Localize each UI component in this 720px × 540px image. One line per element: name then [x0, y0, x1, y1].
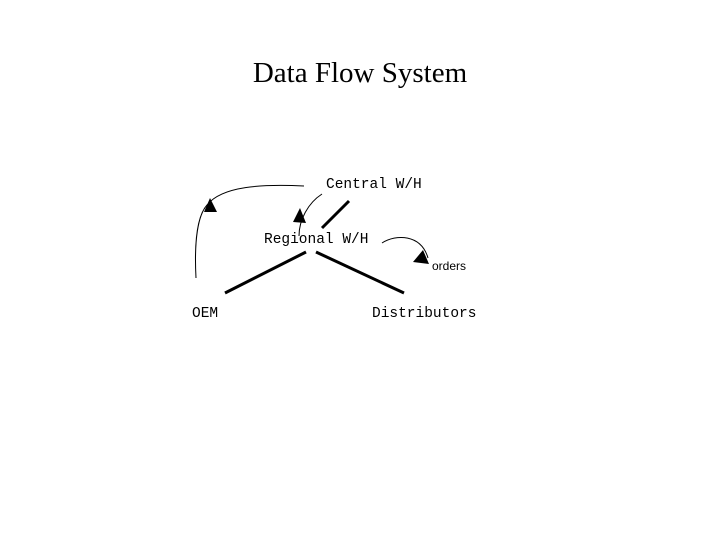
link-regional-oem: [224, 250, 307, 295]
diagram-title: Data Flow System: [252, 57, 468, 89]
arrowhead-oem-to-central: [204, 198, 217, 212]
flow-arrow-distributors-to-regional: [381, 237, 429, 259]
link-central-regional: [320, 199, 351, 230]
node-central-wh: Central W/H: [326, 177, 422, 193]
link-regional-distributors: [315, 250, 405, 295]
arrowhead-regional-to-central: [293, 208, 306, 223]
node-oem: OEM: [192, 306, 219, 322]
arrowhead-distributors-to-regional: [413, 250, 429, 264]
node-distributors: Distributors: [372, 306, 477, 322]
flow-label-orders: orders: [432, 259, 467, 273]
flow-arrow-regional-to-central: [298, 193, 323, 237]
node-regional-wh: Regional W/H: [264, 232, 369, 248]
